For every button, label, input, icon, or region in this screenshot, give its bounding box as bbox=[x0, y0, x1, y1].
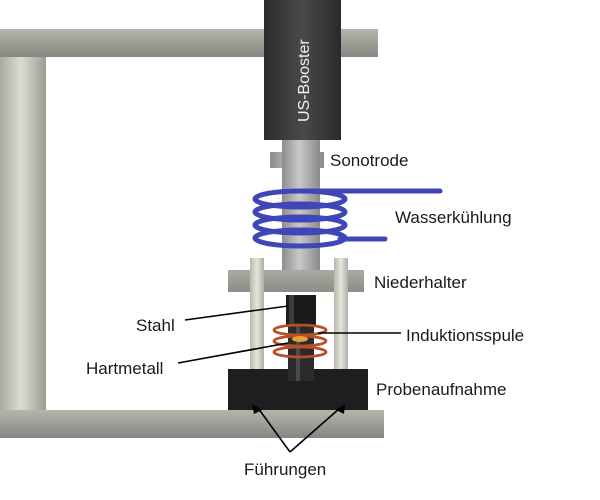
steel-highlight bbox=[289, 295, 294, 325]
base-plate bbox=[0, 410, 384, 438]
cooling-label: Wasserkühlung bbox=[395, 208, 512, 227]
guides-arrowhead-left bbox=[252, 404, 262, 414]
us-booster bbox=[264, 0, 341, 140]
water-cooling-coil bbox=[252, 188, 443, 249]
booster-label: US-Booster bbox=[296, 39, 313, 122]
induction-hot-spot bbox=[292, 336, 308, 342]
carbide-highlight bbox=[296, 325, 300, 381]
guides-arrowhead-right bbox=[336, 404, 345, 414]
steel-label: Stahl bbox=[136, 316, 175, 335]
holder-label: Niederhalter bbox=[374, 273, 467, 292]
guides-label: Führungen bbox=[244, 460, 326, 479]
fixture-label: Probenaufnahme bbox=[376, 380, 506, 399]
coil-label: Induktionsspule bbox=[406, 326, 524, 345]
guides-leader-left bbox=[257, 407, 291, 453]
carbide-leader-line bbox=[177, 342, 289, 364]
guides-leader-right bbox=[289, 407, 341, 453]
sonotrode-label: Sonotrode bbox=[330, 151, 408, 170]
sonotrode-shaft bbox=[282, 140, 320, 285]
carbide-label: Hartmetall bbox=[86, 359, 163, 378]
steel-leader-line bbox=[184, 305, 289, 321]
left-column bbox=[0, 57, 46, 412]
